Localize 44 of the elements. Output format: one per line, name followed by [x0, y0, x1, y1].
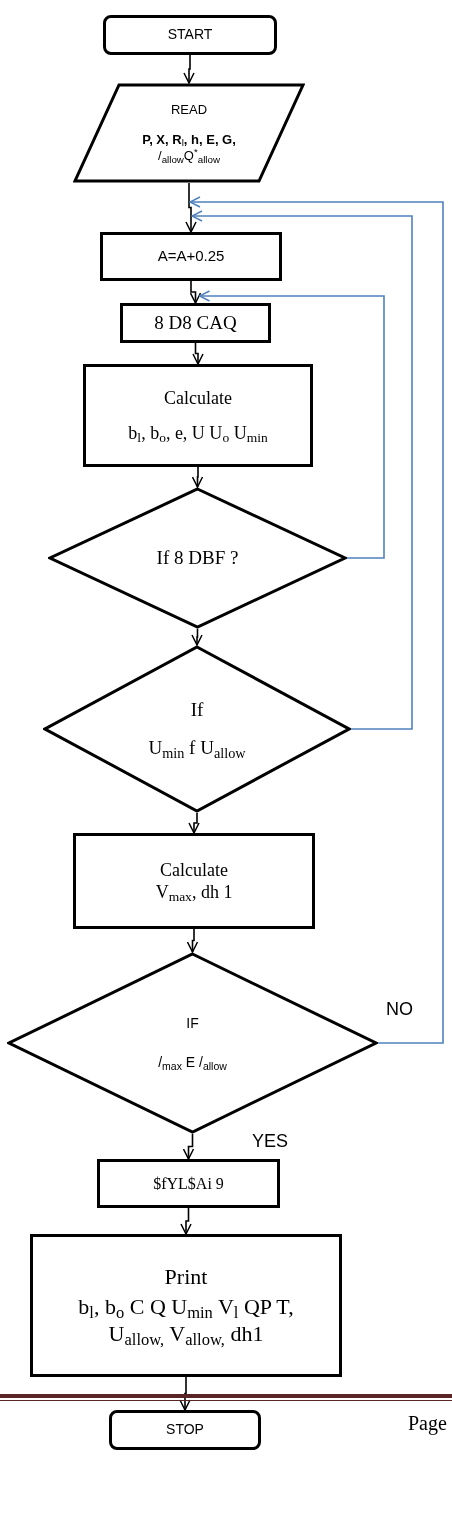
arrow — [188, 812, 200, 834]
node-text: READ — [169, 101, 209, 118]
arrow — [179, 1376, 191, 1411]
process-box — [73, 833, 315, 929]
arrow — [185, 182, 197, 233]
page-label: Page — [408, 1411, 447, 1437]
arrow — [198, 290, 385, 559]
process-box — [97, 1159, 280, 1208]
process-box — [100, 232, 282, 281]
node-text: A=A+0.25 — [156, 247, 226, 266]
arrow — [182, 1133, 195, 1160]
decision-diamond — [48, 487, 347, 629]
node-text: V$_{max}$, dh 1 — [154, 881, 234, 904]
node-text: Calculate — [163, 387, 233, 410]
node-text: U$_{min}$ f U$_{allow}$ — [147, 736, 247, 760]
node-text: If 8 DBF ? — [155, 546, 240, 570]
arrow — [191, 628, 203, 646]
process-box — [120, 303, 271, 343]
arrow — [189, 280, 202, 304]
decision-diamond — [7, 952, 378, 1134]
process-box — [30, 1234, 342, 1377]
arrow — [183, 54, 195, 84]
node-text: If — [189, 698, 205, 722]
node-text: b$_{l}$, b$_{o}$, e, U U$_{o}$ U$_{min}$ — [127, 421, 269, 444]
arrow — [191, 466, 204, 488]
node-text: $fYL$Ai 9 — [152, 1173, 225, 1194]
node-text: Calculate — [159, 858, 229, 881]
arrow — [192, 342, 204, 365]
node-text: IF — [185, 1014, 200, 1032]
node-text: START — [166, 26, 214, 44]
terminal-box — [109, 1410, 261, 1450]
arrow — [186, 928, 199, 953]
arrow — [189, 196, 444, 1044]
node-text: 8 D8 CAQ — [153, 311, 238, 335]
process-box — [83, 364, 313, 467]
node-text: Print — [163, 1263, 209, 1291]
node-text: b$_{l}$, b$_{o}$ C Q U$_{min}$ V$_{l}$ QP T, U$_{allow,}$ V$_{allow,}$ dh1 — [77, 1292, 295, 1348]
decision-diamond — [43, 645, 351, 813]
terminal-box — [103, 15, 277, 55]
node-text: /$_{max}$ E /$_{allow}$ — [157, 1054, 228, 1072]
arrow — [191, 210, 413, 730]
node-text: STOP — [165, 1421, 205, 1439]
input-parallelogram — [73, 83, 305, 183]
arrow — [180, 1207, 192, 1235]
